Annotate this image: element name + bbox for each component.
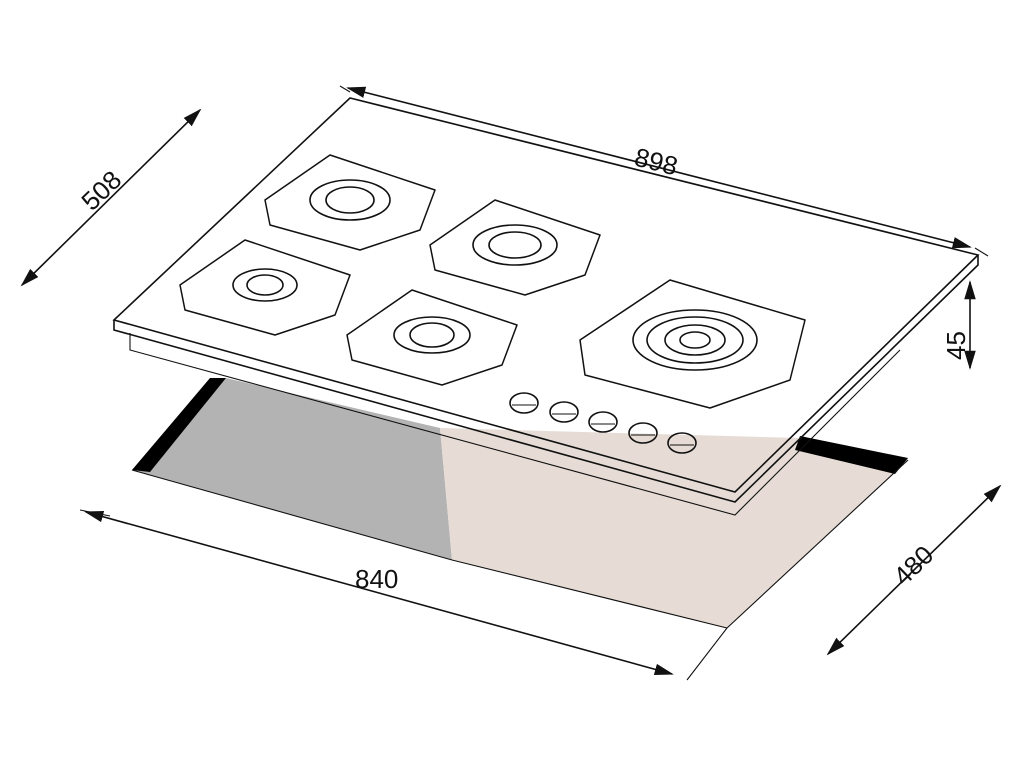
burner-front-left bbox=[179, 239, 351, 336]
burner-front-center bbox=[346, 289, 518, 386]
hob-front-edge bbox=[113, 255, 979, 503]
cutout-left-area bbox=[132, 378, 452, 560]
hob-base-tray bbox=[129, 333, 901, 516]
dimension-label-480: 480 bbox=[887, 540, 939, 592]
dimension-label-508: 508 bbox=[75, 165, 127, 217]
dimension-cutout-width: 840 bbox=[79, 509, 728, 681]
dimension-label-45: 45 bbox=[941, 331, 971, 360]
dimension-height: 45 bbox=[941, 280, 976, 370]
dimension-label-898: 898 bbox=[632, 142, 681, 182]
knob[interactable] bbox=[549, 401, 579, 423]
knob[interactable] bbox=[509, 392, 539, 414]
dimension-cutout-depth: 480 bbox=[826, 484, 1002, 656]
hob-body bbox=[112, 97, 980, 516]
cutout-shadow-left bbox=[132, 378, 226, 472]
control-knobs bbox=[509, 392, 697, 454]
burner-rear-left bbox=[264, 154, 436, 251]
knob[interactable] bbox=[667, 432, 697, 454]
dimension-width-top: 898 bbox=[339, 85, 989, 257]
knob[interactable] bbox=[628, 422, 658, 444]
cutout-opening bbox=[131, 378, 909, 629]
burner-wok-right bbox=[579, 279, 806, 409]
dimension-depth-top: 508 bbox=[20, 108, 202, 287]
dimension-label-840: 840 bbox=[355, 564, 398, 594]
burner-rear-center bbox=[429, 199, 601, 296]
knob[interactable] bbox=[588, 411, 618, 433]
cutout-shadow-right bbox=[795, 436, 908, 474]
